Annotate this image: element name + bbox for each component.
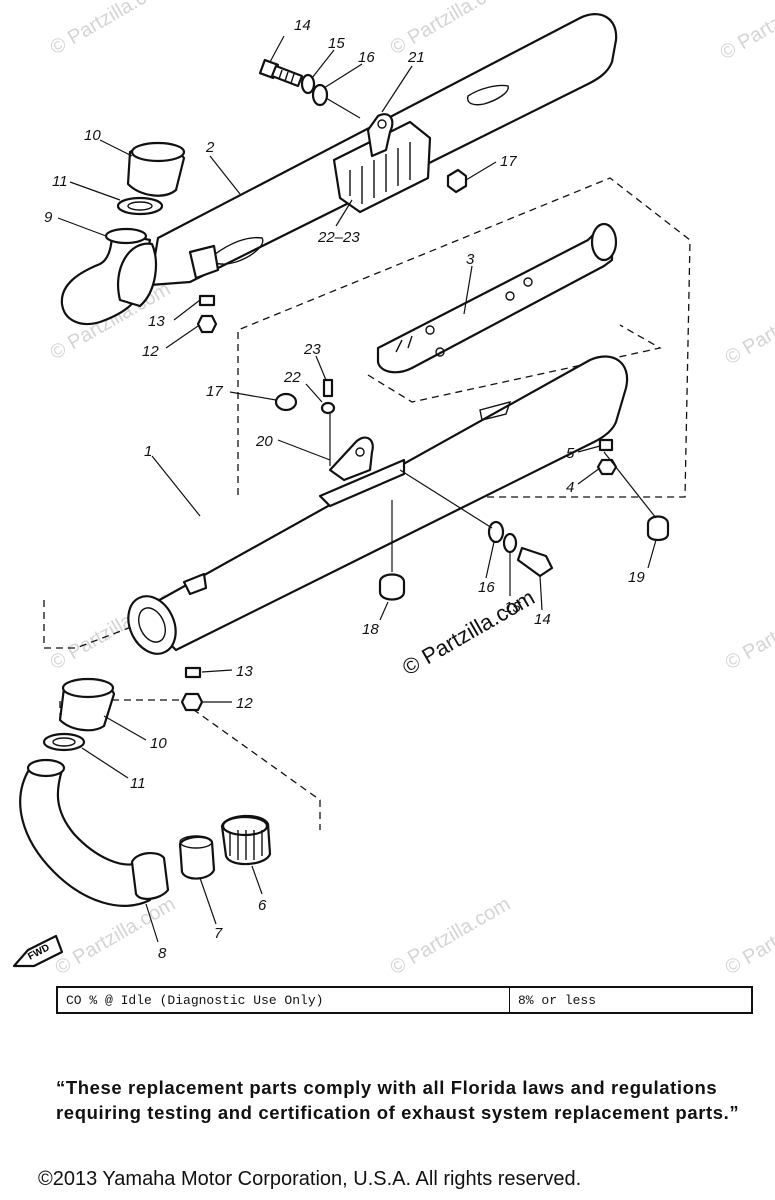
assembly-outline-baffle bbox=[367, 324, 662, 403]
nut-part-6 bbox=[220, 814, 272, 866]
lower-bracket-part-20 bbox=[318, 436, 406, 508]
callout-9: 9 bbox=[44, 209, 53, 226]
lower-pipe-inlet bbox=[26, 758, 66, 778]
callout-22-23: 22–23 bbox=[317, 229, 360, 246]
upper-bolt-part-12 bbox=[196, 314, 218, 334]
table-row: CO % @ Idle (Diagnostic Use Only) 8% or … bbox=[56, 986, 753, 1014]
spec-value: 8% or less bbox=[509, 986, 753, 1014]
lower-washer-part-22 bbox=[320, 401, 336, 415]
lower-gasket-part-11 bbox=[42, 732, 86, 752]
upper-gasket-hole bbox=[127, 201, 153, 211]
callout-17-lower: 17 bbox=[206, 383, 223, 400]
upper-exhaust-pipe-flange bbox=[117, 242, 158, 308]
callout-3: 3 bbox=[466, 251, 475, 268]
callout-16-upper: 16 bbox=[358, 49, 375, 66]
copyright-notice: ©2013 Yamaha Motor Corporation, U.S.A. A… bbox=[38, 1168, 582, 1190]
callout-7: 7 bbox=[214, 925, 223, 942]
grommet-axis bbox=[603, 451, 657, 519]
watermark-text: © Partzilla.com bbox=[387, 0, 515, 59]
leader-lines bbox=[57, 35, 657, 943]
callout-15-upper: 15 bbox=[328, 35, 345, 52]
callout-20: 20 bbox=[255, 433, 273, 450]
callout-13-upper: 13 bbox=[148, 313, 165, 330]
lower-washer-part-15 bbox=[502, 532, 518, 554]
emissions-spec-table: CO % @ Idle (Diagnostic Use Only) 8% or … bbox=[56, 986, 753, 1014]
lower-washer-part-16 bbox=[487, 520, 505, 544]
exhaust-parts-diagram: © Partzilla.com © Partzilla.com © Partzi… bbox=[12, 0, 775, 979]
callout-4: 4 bbox=[566, 479, 574, 496]
washer-part-5 bbox=[598, 438, 614, 452]
callout-17-upper: 17 bbox=[500, 153, 517, 170]
lower-pipe-outlet bbox=[130, 852, 170, 900]
callout-11-upper: 11 bbox=[52, 173, 68, 190]
gasket-part-7-rim bbox=[179, 835, 213, 849]
lower-bolt-part-12 bbox=[180, 692, 204, 712]
lower-bolt-part-14 bbox=[516, 546, 554, 578]
forward-arrow-icon: FWD bbox=[12, 934, 64, 968]
callout-8: 8 bbox=[158, 945, 167, 962]
upper-clamp-opening bbox=[130, 141, 186, 163]
grommet-part-18 bbox=[378, 573, 406, 601]
upper-gasket-part-11 bbox=[116, 196, 164, 216]
lower-muffler-part-1 bbox=[127, 355, 629, 655]
assembly-outline-right-muffler bbox=[237, 177, 691, 498]
callout-23: 23 bbox=[303, 341, 321, 358]
callout-11-lower: 11 bbox=[130, 775, 146, 792]
watermark-text: © Partzilla.com bbox=[722, 588, 775, 674]
lower-bolt-axis-2 bbox=[399, 469, 493, 529]
lower-washer-part-13 bbox=[184, 666, 202, 679]
spec-label: CO % @ Idle (Diagnostic Use Only) bbox=[56, 986, 510, 1014]
callout-12-upper: 12 bbox=[142, 343, 159, 360]
callout-16-lower: 16 bbox=[478, 579, 495, 596]
upper-bolt-part-14 bbox=[258, 58, 304, 88]
baffle-part-3 bbox=[376, 222, 618, 374]
callout-1: 1 bbox=[144, 443, 152, 460]
assembly-outline-exhaust-pipe bbox=[59, 699, 321, 830]
grommet-part-19 bbox=[646, 515, 670, 542]
upper-nut-part-17 bbox=[446, 168, 468, 194]
watermark-text: © Partzilla.com bbox=[387, 893, 515, 979]
nut-part-4 bbox=[596, 458, 618, 476]
lower-clamp-opening bbox=[61, 677, 115, 699]
watermark-text: © Partzilla.com bbox=[717, 0, 775, 64]
callout-22: 22 bbox=[283, 369, 301, 386]
callout-numbers: 14 15 16 21 10 11 9 2 22–23 17 13 12 3 2… bbox=[44, 17, 645, 962]
callout-21: 21 bbox=[407, 49, 425, 66]
callout-10-lower: 10 bbox=[150, 735, 167, 752]
watermark-text: © Partzilla.com bbox=[47, 0, 175, 59]
callout-10-upper: 10 bbox=[84, 127, 101, 144]
upper-washer-part-15 bbox=[300, 73, 316, 95]
callout-13-lower: 13 bbox=[236, 663, 253, 680]
lower-bolt-part-23 bbox=[322, 378, 334, 398]
callout-14-upper: 14 bbox=[294, 17, 311, 34]
watermark-text: © Partzilla.com bbox=[722, 283, 775, 369]
upper-bolt-axis bbox=[325, 97, 361, 119]
lower-gasket-hole bbox=[52, 737, 76, 747]
callout-6: 6 bbox=[258, 897, 267, 914]
compliance-note: “These replacement parts comply with all… bbox=[56, 1077, 740, 1123]
callout-2: 2 bbox=[205, 139, 215, 156]
gasket-part-7 bbox=[178, 835, 216, 880]
watermark-text: © Partzilla.com bbox=[722, 893, 775, 979]
callout-18: 18 bbox=[362, 621, 379, 638]
center-watermark: © Partzilla.com bbox=[398, 585, 539, 681]
upper-bracket-part-21 bbox=[332, 113, 432, 214]
lower-nut-part-17 bbox=[274, 392, 298, 412]
upper-washer-part-16 bbox=[311, 83, 329, 107]
callout-15-lower: 15 bbox=[504, 599, 521, 616]
callout-14-lower: 14 bbox=[534, 611, 551, 628]
callout-19: 19 bbox=[628, 569, 645, 586]
upper-washer-part-13 bbox=[198, 294, 216, 307]
callout-12-lower: 12 bbox=[236, 695, 253, 712]
callout-5: 5 bbox=[566, 445, 575, 462]
upper-pipe-ring bbox=[104, 227, 148, 245]
